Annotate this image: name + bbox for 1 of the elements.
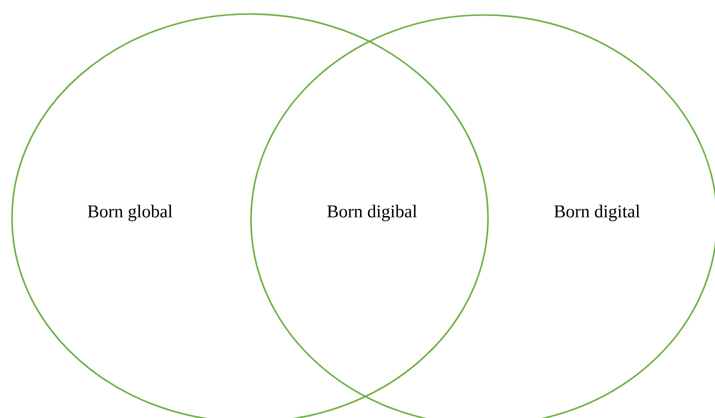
overlap-label: Born digibal [327, 204, 417, 222]
